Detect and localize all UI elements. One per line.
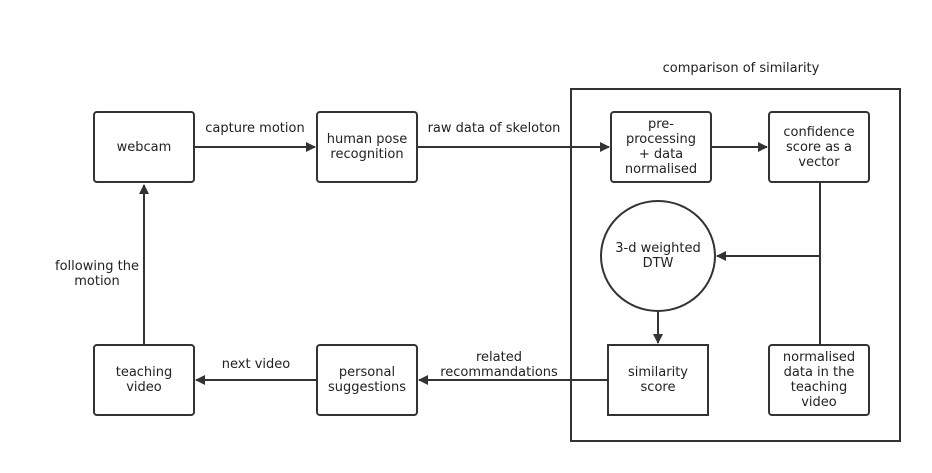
personal-suggestions-node: personal suggestions <box>316 344 418 416</box>
dtw-node: 3-d weighted DTW <box>600 200 716 312</box>
normalised-data-label: normalised data in the teaching video <box>782 350 856 410</box>
related-recommandations-label: related recommandations <box>440 350 558 380</box>
following-motion-label: following the motion <box>55 259 139 289</box>
personal-suggestions-label: personal suggestions <box>328 365 406 395</box>
comparison-container <box>570 88 901 442</box>
webcam-node: webcam <box>93 111 195 183</box>
preprocessing-label: pre- processing + data normalised <box>624 117 698 177</box>
container-title: comparison of similarity <box>662 61 820 76</box>
similarity-score-node: similarity score <box>607 344 709 416</box>
capture-motion-label: capture motion <box>205 121 305 136</box>
similarity-score-label: similarity score <box>628 365 688 395</box>
normalised-data-node: normalised data in the teaching video <box>768 344 870 416</box>
teaching-video-label: teaching video <box>115 365 173 395</box>
teaching-video-node: teaching video <box>93 344 195 416</box>
confidence-label: confidence score as a vector <box>783 124 855 170</box>
human-pose-label: human pose recognition <box>326 132 408 162</box>
dtw-label: 3-d weighted DTW <box>615 241 701 271</box>
confidence-node: confidence score as a vector <box>768 111 870 183</box>
raw-data-label: raw data of skeloton <box>427 121 561 136</box>
next-video-label: next video <box>221 357 291 372</box>
human-pose-node: human pose recognition <box>316 111 418 183</box>
webcam-label: webcam <box>116 139 172 155</box>
preprocessing-node: pre- processing + data normalised <box>610 111 712 183</box>
